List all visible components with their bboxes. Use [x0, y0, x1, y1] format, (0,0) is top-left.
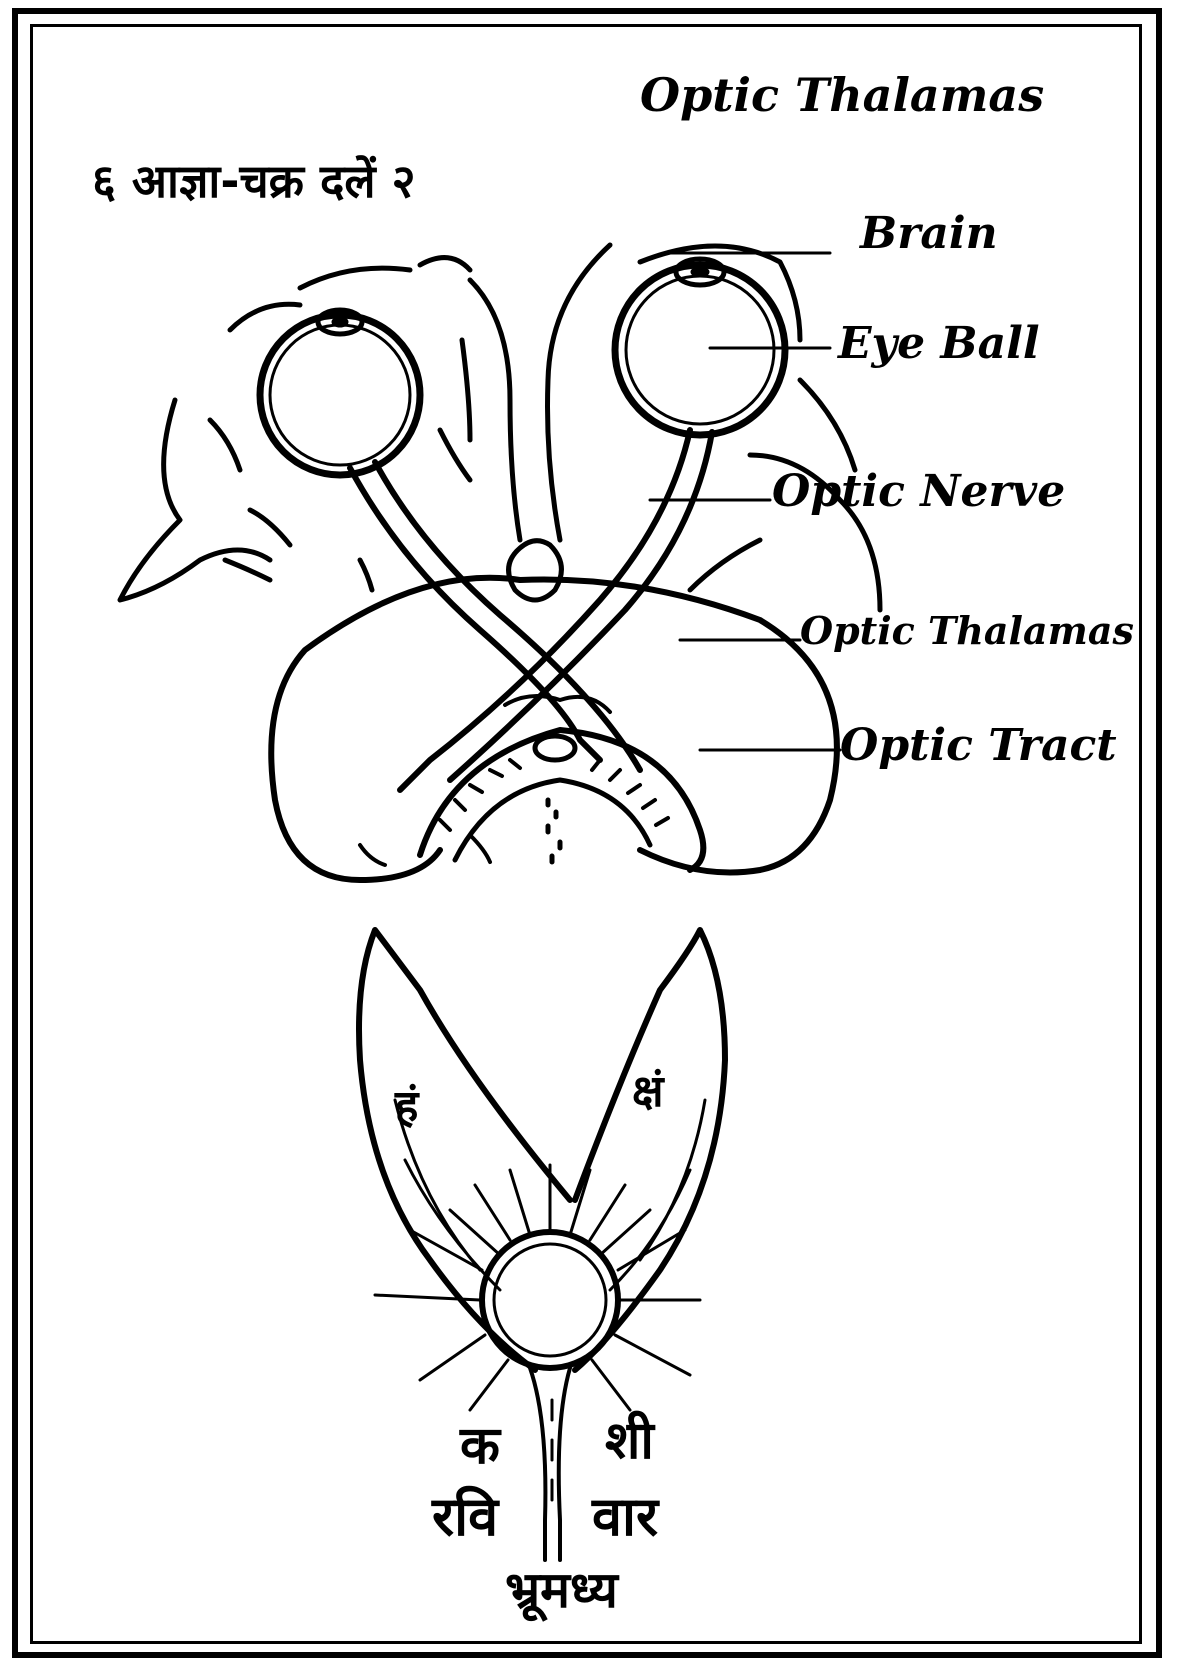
central-knot [509, 541, 562, 600]
chakra-stem-left [530, 1368, 545, 1560]
label-optic-nerve: Optic Nerve [772, 470, 1065, 514]
base-label: भ्रूमध्य [505, 1565, 618, 1615]
right-word-bottom: वार [592, 1490, 658, 1544]
chakra-sun-inner [494, 1244, 606, 1356]
label-optic-tract: Optic Tract [840, 724, 1117, 768]
thalamus-dots [548, 800, 560, 862]
label-brain: Brain [860, 212, 998, 256]
chakra-heading: ६ आज्ञा-चक्र दलें २ [92, 158, 416, 204]
chakra-right-petal [575, 930, 725, 1370]
left-eyeball-inner [270, 325, 410, 465]
thalamus-inner-fold [455, 780, 650, 860]
label-eye-ball: Eye Ball [838, 322, 1040, 366]
optic-nerve-left [350, 462, 640, 770]
pineal-gland [535, 736, 575, 760]
right-petal-syllable: क्षं [632, 1070, 664, 1114]
right-eyeball-inner [626, 276, 774, 424]
chakra-sun-outer [482, 1232, 618, 1368]
left-word-top: क [460, 1420, 500, 1472]
chakra-stem-right [559, 1368, 570, 1560]
left-petal-syllable: हं [395, 1085, 418, 1129]
label-optic-thalamas: Optic Thalamas [800, 612, 1134, 650]
title-optic-thalamas: Optic Thalamas [640, 72, 1044, 118]
chakra-rays [375, 1165, 700, 1410]
chakra-left-petal [359, 930, 570, 1370]
central-stalk [470, 245, 610, 540]
chakra-petal-inner-right [610, 1100, 705, 1290]
left-word-bottom: रवि [432, 1490, 498, 1544]
left-eyeball-outer [260, 315, 420, 475]
right-word-top: शी [605, 1415, 654, 1467]
right-eyeball-outer [615, 265, 785, 435]
